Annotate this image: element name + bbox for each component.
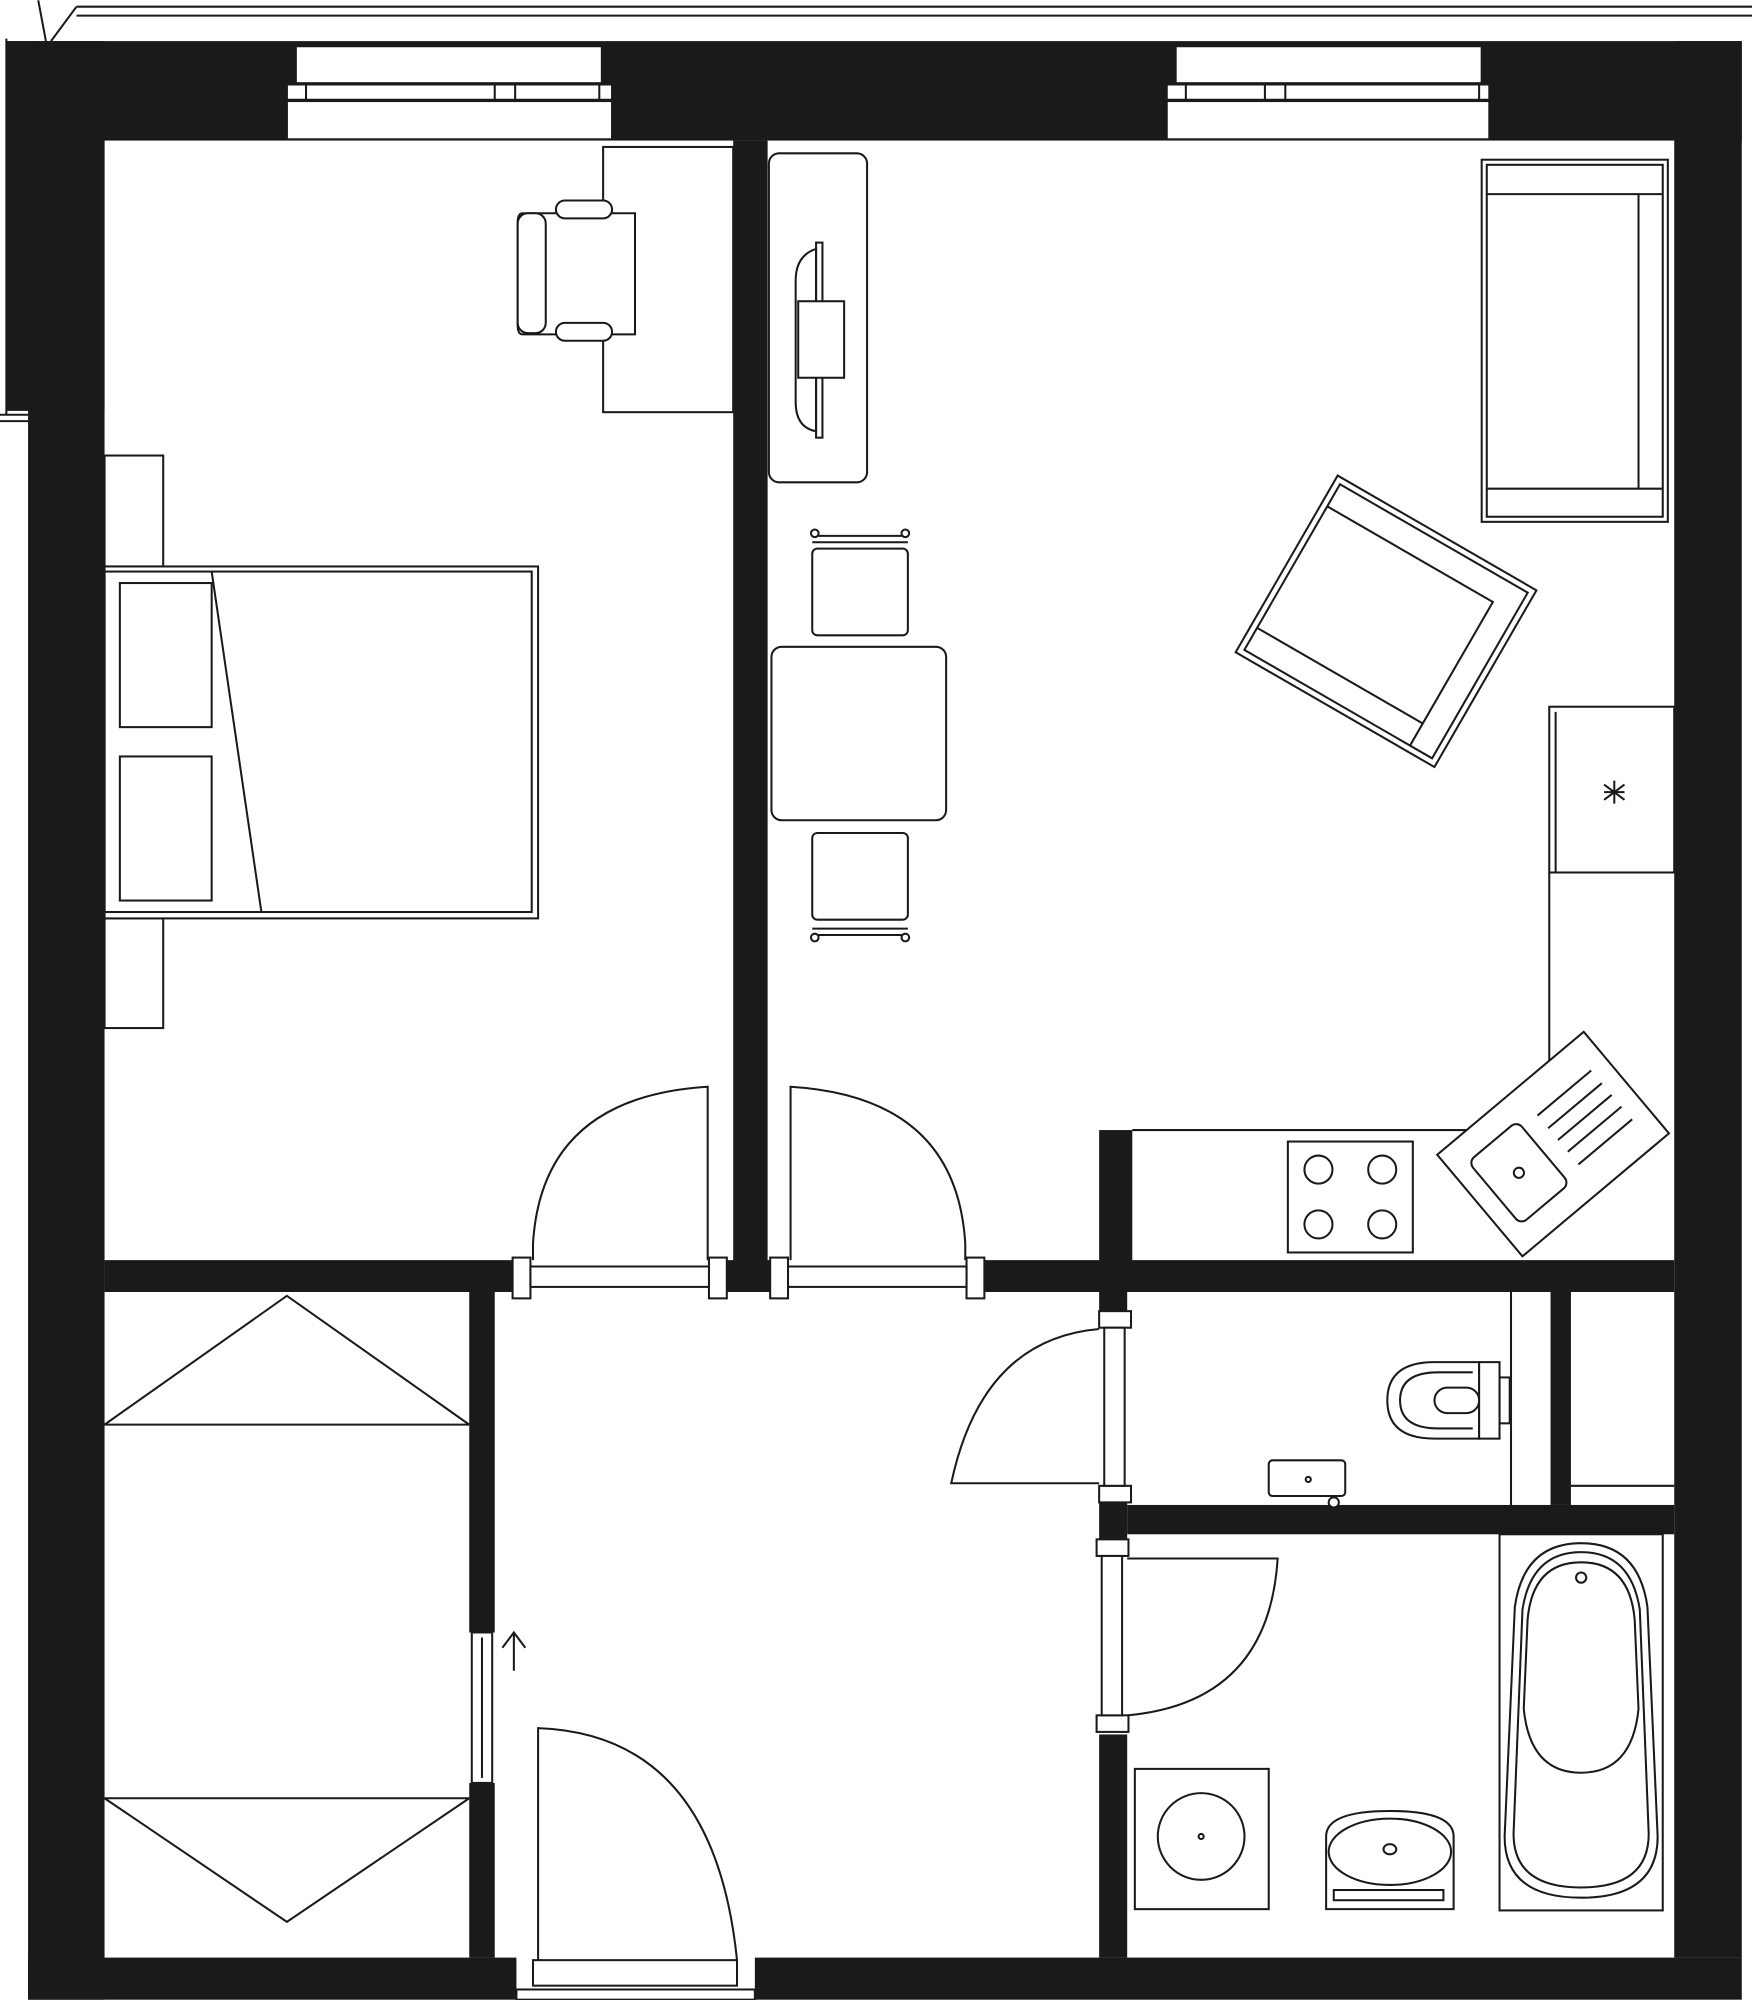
armchair-icon [1234, 474, 1538, 769]
toilet-icon [1386, 1292, 1513, 1505]
sink-icon [1435, 1030, 1671, 1258]
tv-bench-icon [767, 152, 869, 484]
fridge-icon [1548, 705, 1676, 874]
window-right [1165, 45, 1491, 141]
window-left [285, 45, 614, 141]
door-wc[interactable] [949, 1310, 1133, 1504]
bed-icon [103, 454, 540, 1030]
dining-table-icon [770, 528, 948, 943]
door-bedroom[interactable] [511, 1085, 728, 1300]
washbasin-icon [1325, 1809, 1455, 1911]
sofa-icon [1480, 158, 1669, 523]
door-bathroom[interactable] [1095, 1538, 1279, 1735]
wc-washbasin-icon [1267, 1459, 1347, 1509]
wardrobe-icon [103, 1294, 470, 1924]
door-storage[interactable] [466, 1631, 498, 1784]
entrance-door[interactable] [515, 1727, 756, 2000]
bathtub-icon [1498, 1533, 1664, 1912]
hob-icon [1286, 1140, 1414, 1254]
entrance-arrow-icon [501, 1630, 527, 1671]
door-living[interactable] [769, 1085, 986, 1300]
washing-machine-icon [1133, 1767, 1270, 1911]
desk-icon [516, 145, 735, 414]
